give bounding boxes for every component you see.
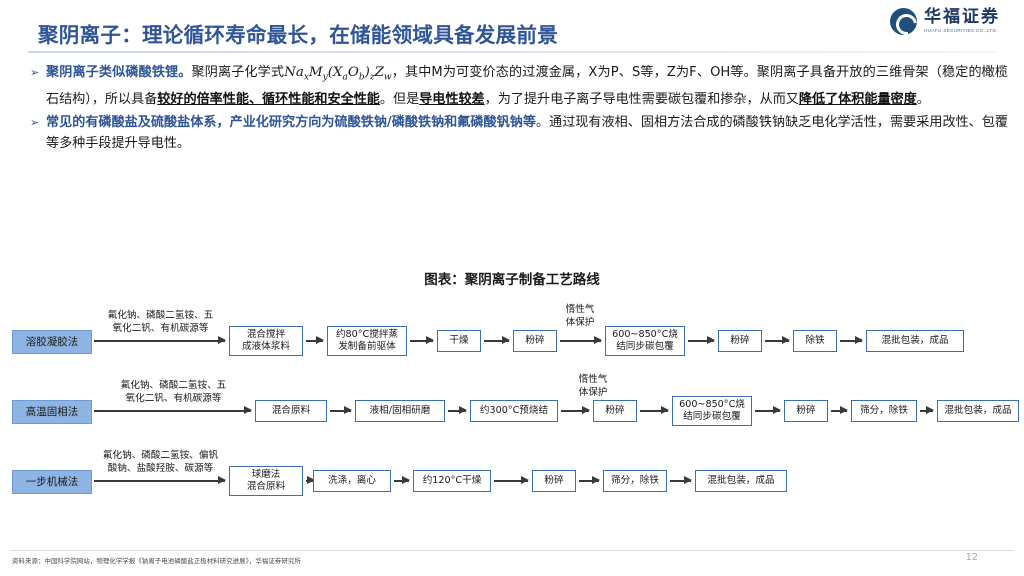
bullet-marker-icon: ➢ (30, 115, 40, 129)
flow-arrow (920, 406, 934, 415)
process-step-node: 约300°C预烧结 (470, 400, 558, 422)
bullet-marker-icon: ➢ (30, 66, 40, 79)
flow-arrow (561, 406, 590, 415)
source-note: 资料来源：中国科学院网站，物理化学学报《钠离子电池磷酸盐正极材料研究进展》，华福… (12, 557, 301, 565)
flow-arrow (448, 406, 467, 415)
process-step-node: 600~850°C烧 结同步碳包覆 (605, 326, 685, 356)
flow-arrow (640, 406, 669, 415)
process-flow-diagram: 溶胶凝胶法氟化钠、磷酸二氢铵、五 氧化二钒、有机碳源等混合搅拌 成液体浆料约80… (0, 300, 1024, 530)
bullet-item: ➢ 聚阴离子类似磷酸铁锂。聚阴离子化学式NaxMy(XaOb)zZw，其中M为可变… (30, 62, 1008, 111)
figure-title: 图表：聚阴离子制备工艺路线 (424, 272, 600, 288)
inert-gas-label: 惰性气 体保护 (578, 374, 608, 398)
bullet-list: ➢ 聚阴离子类似磷酸铁锂。聚阴离子化学式NaxMy(XaOb)zZw，其中M为可变… (30, 62, 1008, 156)
flow-arrow (494, 476, 529, 485)
bullet-plain-text: 。通过现有液相、固相方法合成的磷酸铁钠缺乏电化学活性，需要采用改性、包覆等多种手… (46, 114, 1009, 152)
bullet-item: ➢ 常见的有磷酸盐及硫酸盐体系，产业化研究方向为硫酸铁钠/磷酸铁钠和氟磷酸钒钠等。… (30, 112, 1008, 155)
bullet-underline-emphasis: 降低了体积能量密度 (798, 92, 917, 108)
flow-arrow (330, 406, 352, 415)
brand-logo: 华福证券 HUAFU SECURITIES CO.,LTD. (890, 8, 1000, 35)
process-step-node: 混批包装，成品 (866, 330, 964, 352)
flow-arrow (410, 336, 434, 345)
process-step-node: 600~850°C烧 结同步碳包覆 (672, 396, 752, 426)
process-step-node: 洗涤，离心 (313, 470, 391, 492)
slide-header: 聚阴离子：理论循环寿命最长，在储能领域具备发展前景 华福证券 HUAFU SEC… (0, 0, 1024, 56)
bullet-emphasis: 聚阴离子类似磷酸铁锂。 (46, 65, 192, 80)
process-step-node: 粉碎 (784, 400, 828, 422)
raw-materials-label: 氟化钠、磷酸二氢铵、五 氧化二钒、有机碳源等 (120, 380, 227, 404)
process-step-node: 混批包装，成品 (937, 400, 1019, 422)
flow-arrow (579, 476, 600, 485)
flow-arrow (306, 476, 315, 485)
flow-arrow (670, 476, 692, 485)
process-step-node: 约80°C搅拌蒸 发制备前驱体 (327, 326, 407, 356)
process-method-chip: 高温固相法 (12, 400, 92, 424)
process-step-node: 粉碎 (718, 330, 762, 352)
flow-arrow (94, 406, 252, 415)
process-step-node: 混合原料 (255, 400, 327, 422)
process-step-node: 粉碎 (532, 470, 576, 492)
process-step-node: 混合搅拌 成液体浆料 (229, 326, 303, 356)
flow-arrow (755, 406, 781, 415)
process-step-node: 约120°C干燥 (413, 470, 491, 492)
bullet-text: 常见的有磷酸盐及硫酸盐体系，产业化研究方向为硫酸铁钠/磷酸铁钠和氟磷酸钒钠等。通… (46, 112, 1008, 155)
logo-text: 华福证券 HUAFU SECURITIES CO.,LTD. (924, 9, 1000, 34)
flow-arrow (394, 476, 410, 485)
process-step-node: 球磨法 混合原料 (229, 466, 303, 496)
process-step-node: 筛分，除铁 (851, 400, 917, 422)
footer-divider (10, 550, 1014, 551)
bullet-plain-text: 聚阴离子化学式 (191, 65, 285, 80)
chemical-formula: NaxMy(XaOb)zZw (284, 65, 392, 83)
process-step-node: 除铁 (793, 330, 837, 352)
bullet-plain-text: 。但是 (379, 92, 420, 108)
process-step-node: 粉碎 (513, 330, 557, 352)
logo-name-en: HUAFU SECURITIES CO.,LTD. (924, 28, 998, 34)
process-step-node: 筛分，除铁 (603, 470, 667, 492)
inert-gas-label: 惰性气 体保护 (565, 304, 595, 328)
flow-arrow (765, 336, 790, 345)
process-step-node: 液相/固相研磨 (355, 400, 445, 422)
bullet-underline-emphasis: 较好的倍率性能、循环性能和安全性能 (157, 92, 380, 108)
title-divider (28, 51, 996, 53)
process-method-chip: 一步机械法 (12, 470, 92, 494)
flow-arrow (306, 336, 324, 345)
huafu-spiral-icon (890, 8, 917, 35)
logo-name-cn: 华福证券 (924, 7, 1000, 28)
raw-materials-label: 氟化钠、磷酸二氢铵、五 氧化二钒、有机碳源等 (107, 310, 214, 334)
bullet-plain-text: ，其中M为可变价态的过渡金属，X为P、S等，Z为F、OH等。聚阴离子具备开放的三… (46, 65, 1008, 108)
process-step-node: 粉碎 (593, 400, 637, 422)
bullet-plain-text: ，为了提升电子离子导电性需要碳包覆和掺杂，从而又 (484, 92, 799, 108)
flow-arrow (688, 336, 715, 345)
flow-arrow (840, 336, 863, 345)
flow-arrow (560, 336, 602, 345)
flow-arrow (94, 476, 226, 485)
flow-arrow (94, 336, 226, 345)
bullet-underline-emphasis: 导电性较差 (419, 92, 485, 108)
flow-arrow (831, 406, 848, 415)
page-title: 聚阴离子：理论循环寿命最长，在储能领域具备发展前景 (38, 23, 558, 47)
page-number: 12 (965, 552, 978, 563)
bullet-emphasis: 常见的有磷酸盐及硫酸盐体系，产业化研究方向为硫酸铁钠/磷酸铁钠和氟磷酸钒钠等 (46, 114, 536, 130)
flow-arrow (484, 336, 510, 345)
process-step-node: 干燥 (437, 330, 481, 352)
bullet-text: 聚阴离子类似磷酸铁锂。聚阴离子化学式NaxMy(XaOb)zZw，其中M为可变价… (46, 62, 1008, 111)
raw-materials-label: 氟化钠、磷酸二氢铵、偏钒 酸钠、盐酸羟胺、碳源等 (102, 450, 219, 474)
process-method-chip: 溶胶凝胶法 (12, 330, 92, 354)
bullet-plain-text: 。 (916, 92, 930, 108)
process-step-node: 混批包装，成品 (695, 470, 787, 492)
